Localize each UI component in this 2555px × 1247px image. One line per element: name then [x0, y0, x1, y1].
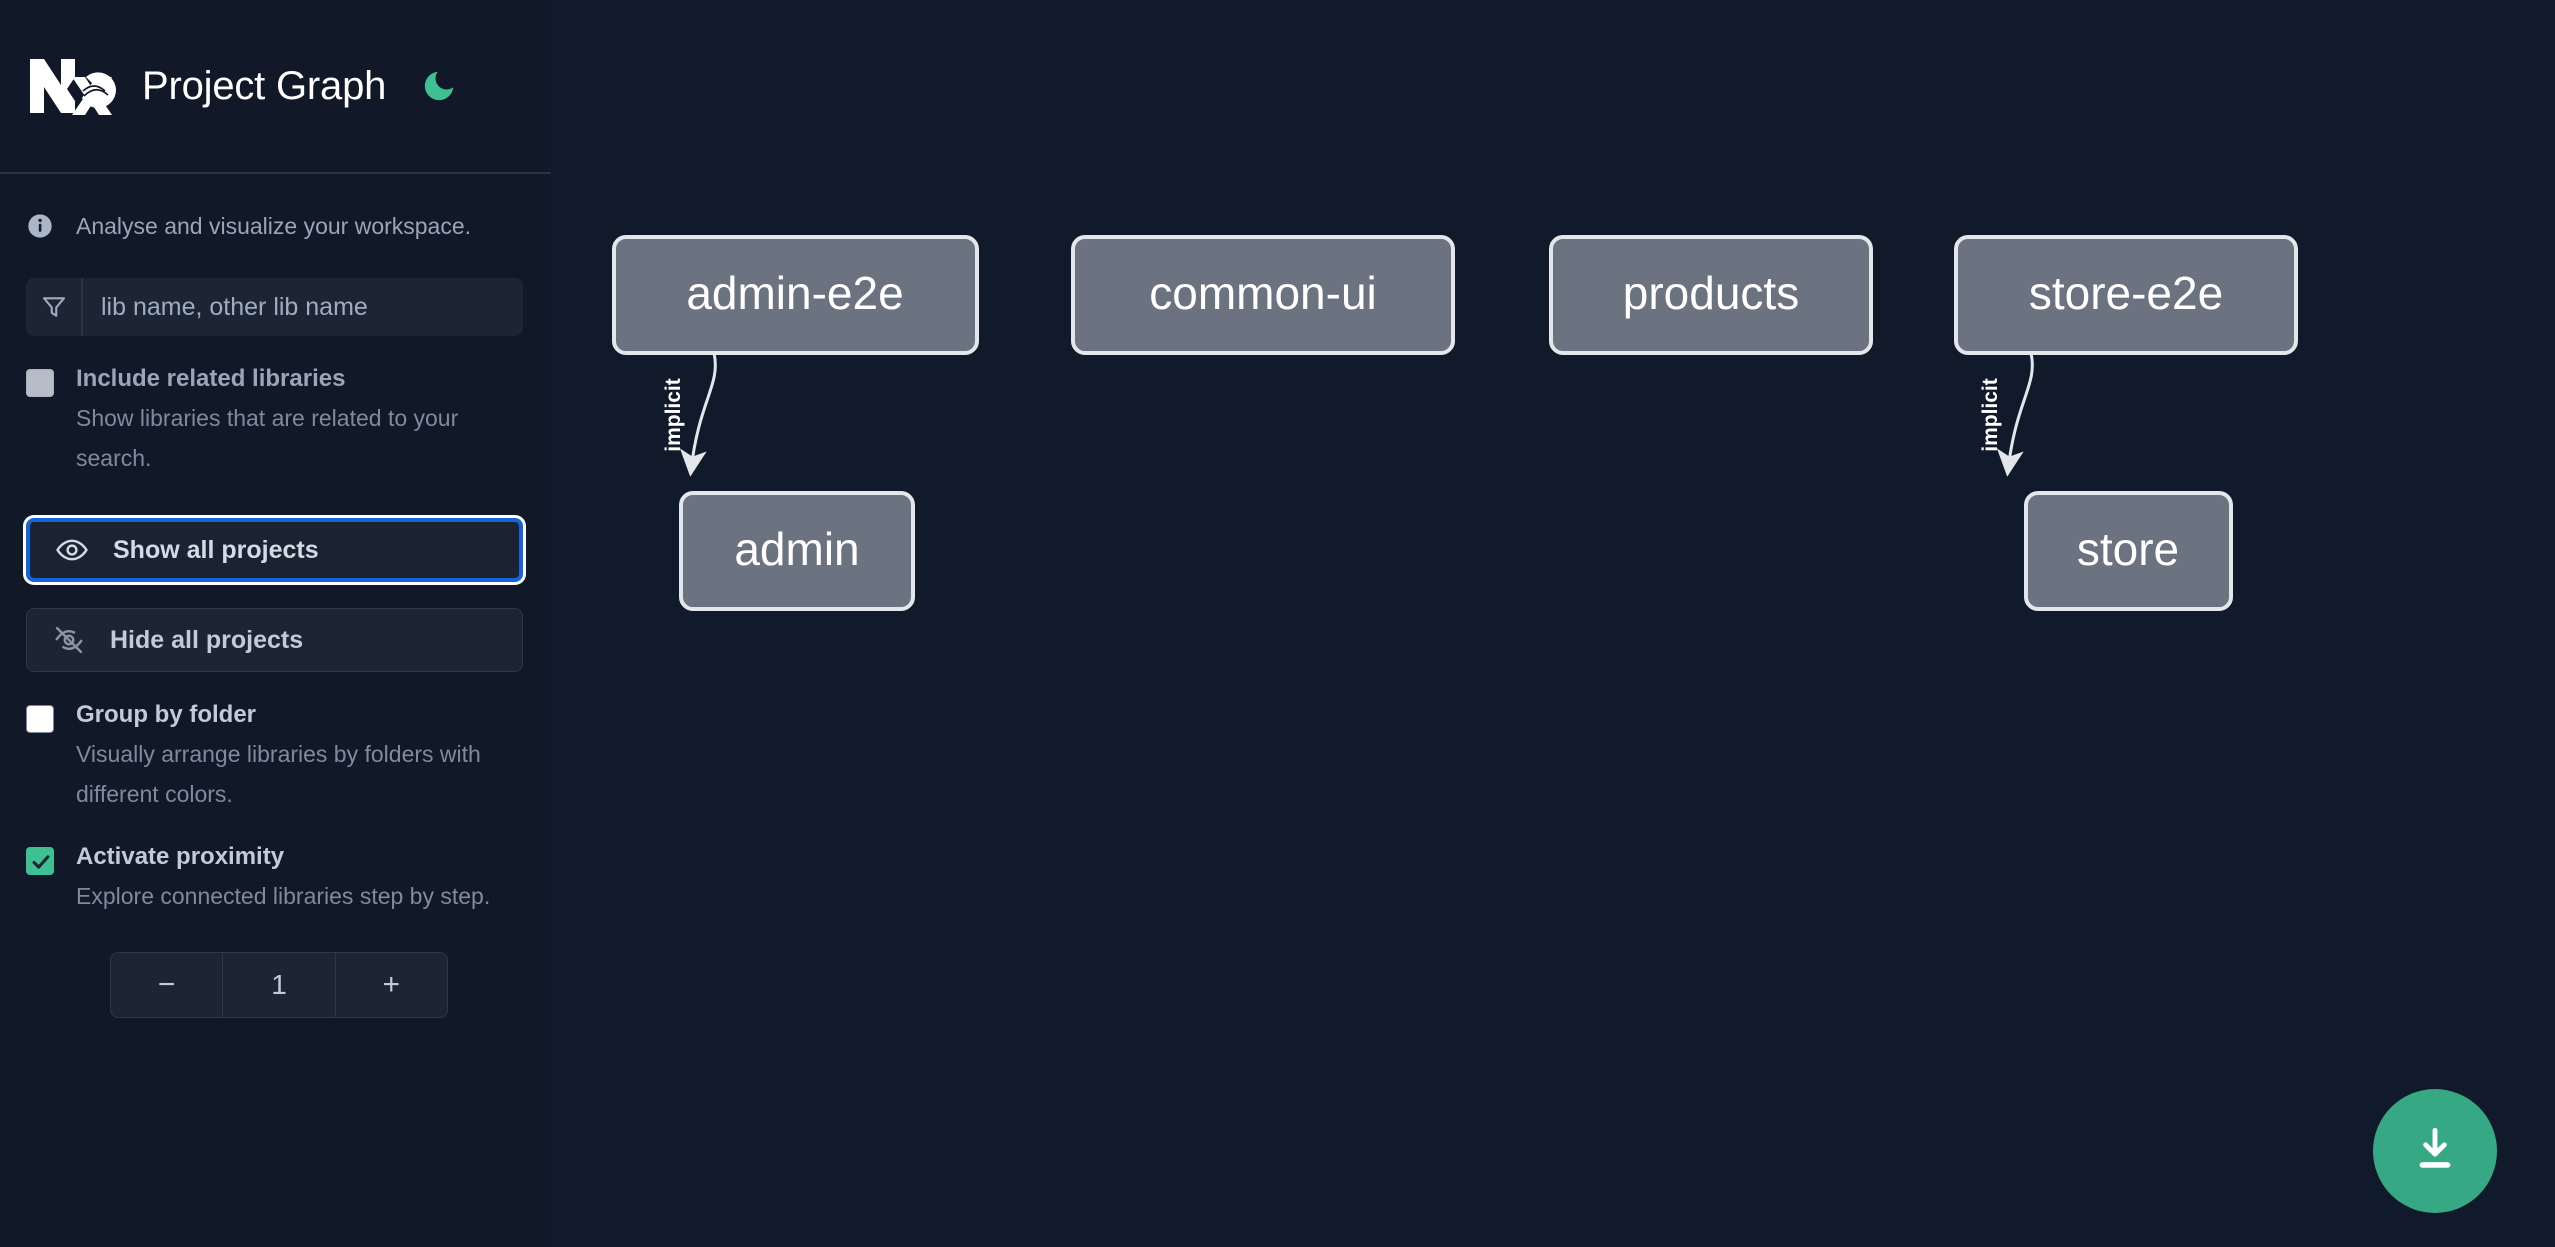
edge-label-implicit: implicit — [662, 378, 685, 452]
sidebar-body: Analyse and visualize your workspace. In… — [0, 174, 551, 1018]
workspace-tagline: Analyse and visualize your workspace. — [0, 174, 551, 278]
sidebar: Project Graph Analyse and visualize your… — [0, 0, 551, 1247]
graph-node-store-e2e[interactable]: store-e2e — [1954, 235, 2298, 355]
option-label: Include related libraries — [76, 365, 346, 392]
show-all-projects-button[interactable]: Show all projects — [26, 518, 523, 582]
graph-node-label: admin — [734, 523, 859, 575]
show-all-projects-label: Show all projects — [113, 535, 319, 564]
proximity-increment-button[interactable]: + — [382, 968, 401, 1001]
graph-node-common-ui[interactable]: common-ui — [1071, 235, 1455, 355]
graph-node-admin[interactable]: admin — [679, 491, 915, 611]
option-description: Show libraries that are related to your … — [76, 405, 459, 471]
funnel-icon — [26, 278, 83, 336]
moon-icon[interactable] — [419, 66, 459, 106]
graph-node-label: store-e2e — [2029, 267, 2223, 319]
option-description: Explore connected libraries step by step… — [76, 883, 491, 909]
download-icon — [2407, 1122, 2463, 1181]
proximity-decrement-button[interactable]: − — [157, 968, 176, 1001]
sidebar-header: Project Graph — [0, 0, 551, 174]
graph-node-products[interactable]: products — [1549, 235, 1873, 355]
graph-node-store[interactable]: store — [2024, 491, 2233, 611]
option-label: Activate proximity — [76, 843, 285, 870]
proximity-stepper[interactable]: − 1 + — [110, 952, 448, 1018]
eye-icon — [53, 531, 91, 569]
graph-node-label: admin-e2e — [686, 267, 903, 319]
hide-all-projects-button[interactable]: Hide all projects — [26, 608, 523, 672]
graph-node-admin-e2e[interactable]: admin-e2e — [612, 235, 979, 355]
option-group-by-folder[interactable]: Group by folder Visually arrange librari… — [0, 700, 551, 814]
project-graph-svg: implicit implicit admin-e2e common-ui pr… — [612, 235, 2298, 611]
option-activate-proximity[interactable]: Activate proximity Explore connected lib… — [0, 842, 551, 916]
eye-off-icon — [50, 621, 88, 659]
nx-logo-icon — [26, 55, 118, 117]
search-input[interactable] — [83, 278, 523, 336]
proximity-value: 1 — [222, 953, 336, 1017]
graph-edge-store-e2e-store[interactable]: implicit — [1979, 352, 2034, 477]
download-graph-button[interactable] — [2373, 1089, 2497, 1213]
graph-node-label: products — [1623, 267, 1799, 319]
option-label: Group by folder — [76, 701, 256, 728]
checkbox-group-by-folder[interactable] — [26, 705, 54, 733]
option-include-related-libraries[interactable]: Include related libraries Show libraries… — [0, 364, 551, 478]
edge-label-implicit: implicit — [1979, 378, 2002, 452]
graph-node-label: store — [2077, 523, 2179, 575]
graph-canvas[interactable]: implicit implicit admin-e2e common-ui pr… — [551, 0, 2555, 1247]
filter-row[interactable] — [26, 278, 523, 336]
page-title: Project Graph — [142, 63, 387, 108]
tagline-text: Analyse and visualize your workspace. — [76, 212, 472, 239]
option-description: Visually arrange libraries by folders wi… — [76, 741, 481, 807]
checkbox-include-related-libraries[interactable] — [26, 369, 54, 397]
hide-all-projects-label: Hide all projects — [110, 625, 304, 654]
checkbox-activate-proximity[interactable] — [26, 847, 54, 875]
graph-edge-admin-e2e-admin[interactable]: implicit — [662, 352, 717, 477]
graph-node-label: common-ui — [1149, 267, 1377, 319]
info-icon — [26, 212, 54, 240]
